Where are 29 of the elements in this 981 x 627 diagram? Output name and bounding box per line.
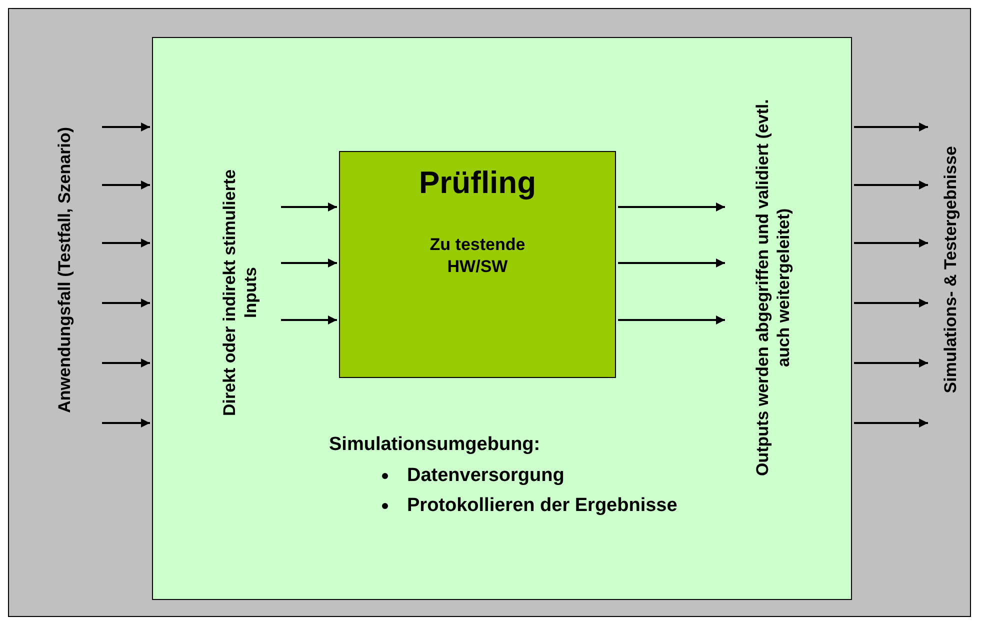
arrow: [102, 418, 150, 428]
arrow: [102, 180, 150, 190]
arrow: [102, 238, 150, 248]
arrow: [854, 358, 928, 368]
rotated-label: Direkt oder indirekt stimulierte Inputs: [219, 168, 261, 418]
rotated-label: Simulations- & Testergebnisse: [940, 146, 960, 394]
bullet-text: Protokollieren der Ergebnisse: [407, 495, 678, 516]
rotated-label: Outputs werden abgegriffen und validiert (evtl. auch weitergeleitet): [752, 98, 794, 478]
title-text: Prüfling: [418, 164, 538, 202]
arrow: [854, 238, 928, 248]
environment-box: [152, 37, 852, 600]
bullet-text: Datenversorgung: [407, 465, 564, 486]
arrow: [102, 298, 150, 308]
arrow: [102, 358, 150, 368]
arrow: [281, 258, 337, 268]
arrow: [281, 202, 337, 212]
arrow: [618, 258, 725, 268]
heading: Simulationsumgebung:: [329, 434, 540, 456]
arrow: [281, 316, 337, 324]
arrow: [854, 180, 928, 190]
rotated-label: Anwendungsfall (Testfall, Szenario): [54, 127, 74, 413]
subtitle-text: Zu testende HW/SW: [428, 234, 526, 278]
device-under-test-box: [339, 151, 616, 378]
arrow: [618, 316, 725, 324]
arrow: [854, 418, 928, 428]
arrow: [618, 202, 725, 212]
arrow: [854, 298, 928, 308]
arrow: [102, 122, 150, 132]
arrow: [854, 122, 928, 132]
